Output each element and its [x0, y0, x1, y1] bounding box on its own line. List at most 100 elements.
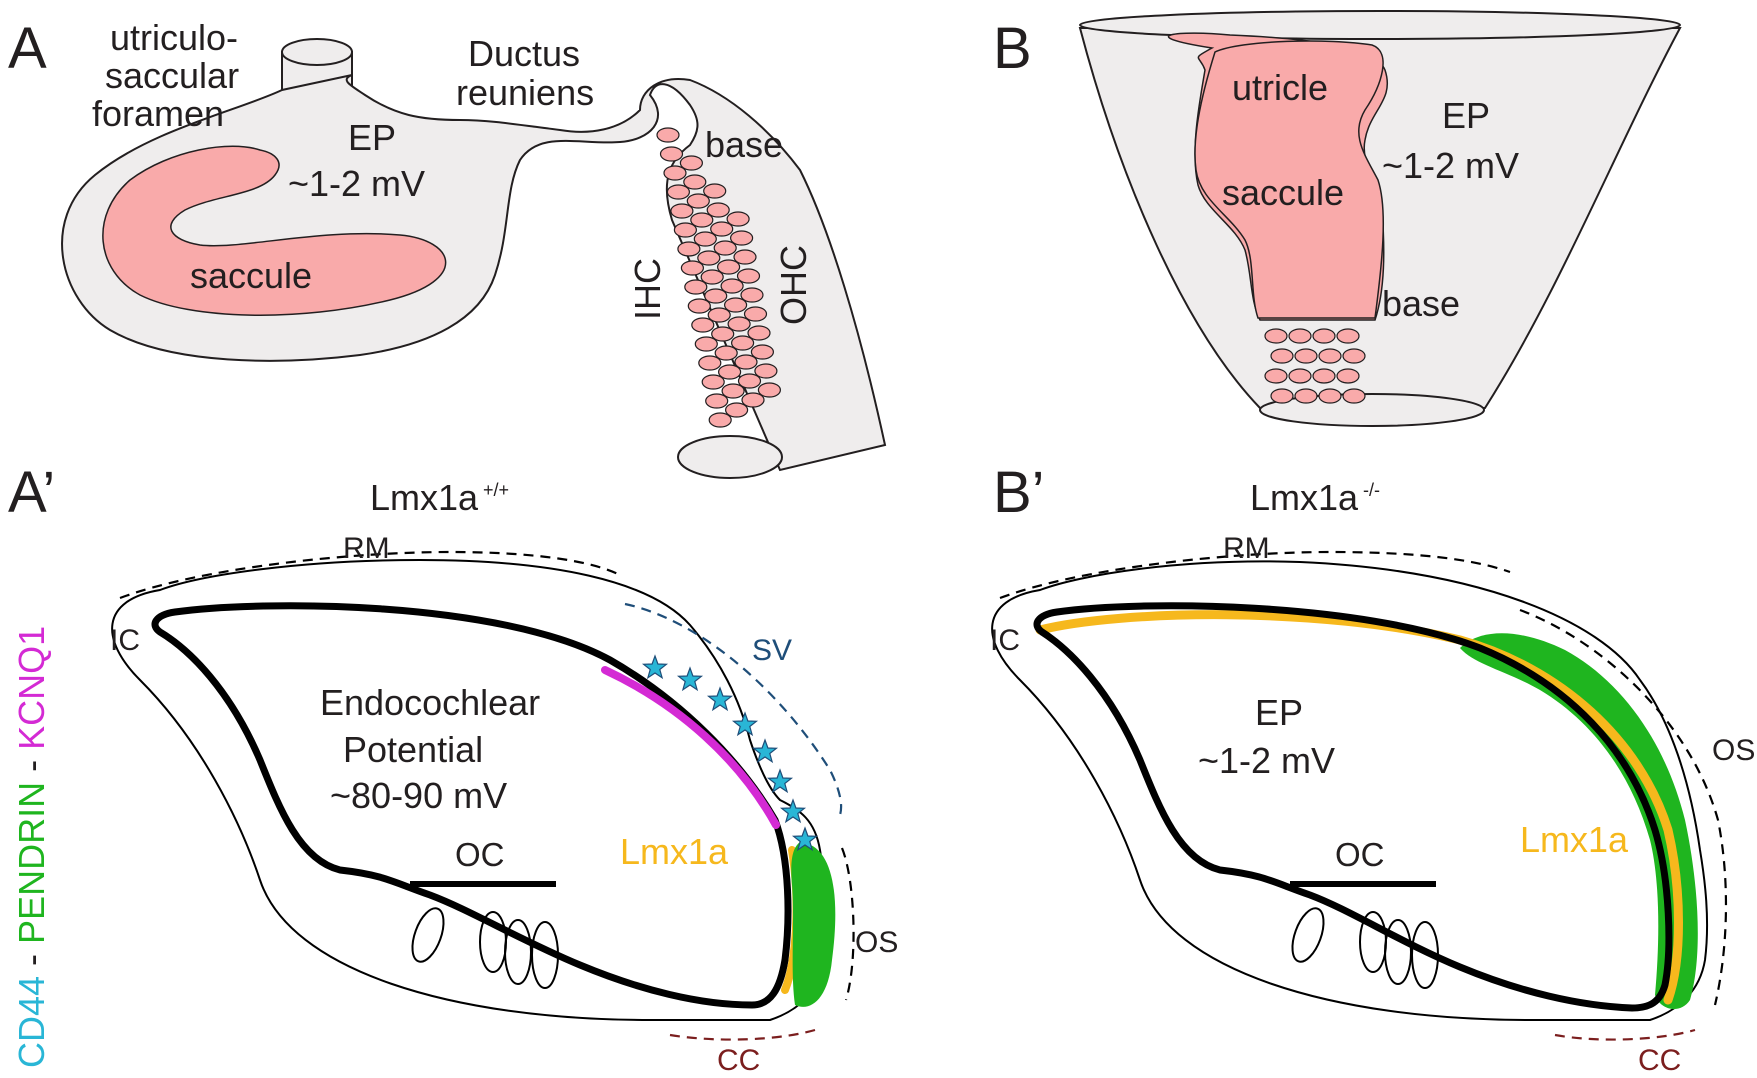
hair-cell: [693, 231, 717, 247]
panel-a-letter: A: [8, 16, 47, 81]
hair-cell: [1294, 388, 1318, 404]
hair-cell: [670, 203, 694, 219]
hair-cell: [694, 336, 718, 352]
ko-lmx1a-lining: [1035, 610, 1683, 1005]
hair-cell: [747, 325, 771, 341]
hair-cell: [691, 317, 715, 333]
hair-cell: [704, 288, 728, 304]
hair-cell: [1342, 388, 1366, 404]
hair-cell: [743, 306, 768, 322]
ep-value: ~1-2 mV: [288, 163, 425, 204]
hair-cell: [716, 259, 741, 275]
ko-reissner-membrane-dash: [999, 550, 1511, 600]
hair-cell: [698, 355, 722, 371]
panel-b-prime: B’ Lmx1a -/- RM IC EP ~1-2 mV OS OC Lmx1…: [990, 460, 1755, 1077]
ko-outer-sulcus-dash: [1519, 608, 1728, 1006]
hair-cell: [1312, 368, 1336, 384]
ko-ganglion-ovals: [1291, 907, 1439, 989]
hair-cell: [687, 298, 711, 314]
hair-cell: [757, 382, 782, 398]
hair-cell: [706, 202, 730, 218]
ko-claudius-cells-dash: [1554, 1028, 1696, 1041]
ko-cc-label: CC: [1638, 1044, 1681, 1077]
panel-a-prime-letter: A’: [8, 460, 55, 525]
marker-legend-segment: PENDRIN: [11, 782, 52, 944]
hair-cell: [1270, 348, 1294, 364]
hair-cell: [726, 211, 750, 227]
foramen-label-3: foramen: [92, 93, 224, 134]
base-label: base: [705, 124, 783, 165]
hair-cell: [723, 297, 748, 313]
mutant-base-label: base: [1382, 283, 1460, 324]
ko-ep-value: ~1-2 mV: [1198, 740, 1335, 781]
mutant-hair-cell-cluster: [1264, 328, 1366, 404]
ohc-label: OHC: [773, 245, 814, 325]
wt-kcnq1-stria: [601, 666, 780, 829]
cd44-star-cell: [641, 654, 669, 680]
wt-lmx1a-label: Lmx1a: [620, 831, 729, 872]
hair-cell: [710, 221, 734, 237]
foramen-label-2: saccular: [105, 55, 239, 96]
ductus-label-1: Ductus: [468, 33, 580, 74]
wt-claudius-cells-dash: [669, 1028, 816, 1041]
marker-legend-segment: KCNQ1: [11, 626, 52, 750]
hair-cell: [1342, 348, 1366, 364]
hair-cell: [700, 269, 724, 285]
hair-cell: [683, 174, 707, 190]
saccule-label: saccule: [190, 255, 312, 296]
hair-cell: [721, 383, 745, 399]
ko-duct-outer-outline: [991, 560, 1709, 1021]
wt-scala-media-boundary: [151, 602, 792, 1009]
cd44-star-cell: [791, 826, 819, 852]
hair-cell: [701, 374, 725, 390]
hair-cell: [733, 249, 757, 265]
ko-ep-label: EP: [1255, 692, 1303, 733]
wt-reissner-membrane-dash: [119, 550, 621, 600]
wt-stria-vascularis-dash: [624, 602, 843, 816]
ko-oc-label: OC: [1335, 836, 1385, 873]
ko-genotype-superscript: -/-: [1363, 480, 1380, 500]
hair-cell: [1318, 348, 1342, 364]
hair-cell: [1270, 388, 1294, 404]
hair-cell: [663, 165, 687, 181]
marker-legend-segment: CD44: [11, 976, 52, 1068]
hair-cell: [1264, 328, 1288, 344]
wt-genotype-label: Lmx1a: [370, 477, 479, 518]
mutant-saccule-label: saccule: [1222, 172, 1344, 213]
utricle-saccule-epithelium-main: [1194, 40, 1385, 319]
hair-cell: [656, 127, 680, 143]
marker-legend-segment: -: [11, 750, 52, 782]
hair-cell-rows: [656, 127, 782, 428]
marker-legend: CD44 - PENDRIN - KCNQ1: [11, 626, 52, 1068]
hair-cell: [736, 268, 761, 284]
wt-cc-label: CC: [717, 1044, 760, 1077]
hair-cell: [677, 241, 701, 257]
foramen-label-1: utriculo-: [110, 17, 238, 58]
mutant-top-opening: [1079, 10, 1681, 40]
ko-genotype-label: Lmx1a: [1250, 477, 1359, 518]
hair-cell: [707, 307, 731, 323]
ihc-label: IHC: [627, 258, 668, 320]
panel-a: A utriculo- saccular foramen Ductus reun…: [8, 16, 887, 479]
hair-cell: [750, 344, 775, 360]
hair-cell: [697, 250, 721, 266]
hair-cell: [730, 335, 755, 351]
wt-oc-label: OC: [455, 836, 505, 873]
panel-b: B utricle saccule EP ~1-2 mV base: [993, 10, 1682, 427]
mutant-ep-label: EP: [1442, 95, 1490, 136]
hair-cell: [703, 183, 727, 199]
wt-genotype-superscript: +/+: [483, 480, 509, 500]
cd44-star-cell: [676, 666, 704, 692]
wt-ep-line-2: Potential: [343, 729, 483, 770]
hair-cell: [1288, 328, 1312, 344]
hair-cell: [1318, 388, 1342, 404]
hair-cell: [666, 184, 691, 200]
mutant-ep-value: ~1-2 mV: [1382, 145, 1519, 186]
hair-cell: [690, 212, 714, 228]
ko-lmx1a-label: Lmx1a: [1520, 819, 1629, 860]
hair-cell: [1312, 328, 1336, 344]
hair-cell: [673, 222, 698, 238]
wt-ic-label: IC: [110, 624, 140, 657]
utricular-stub-opening: [281, 38, 353, 66]
